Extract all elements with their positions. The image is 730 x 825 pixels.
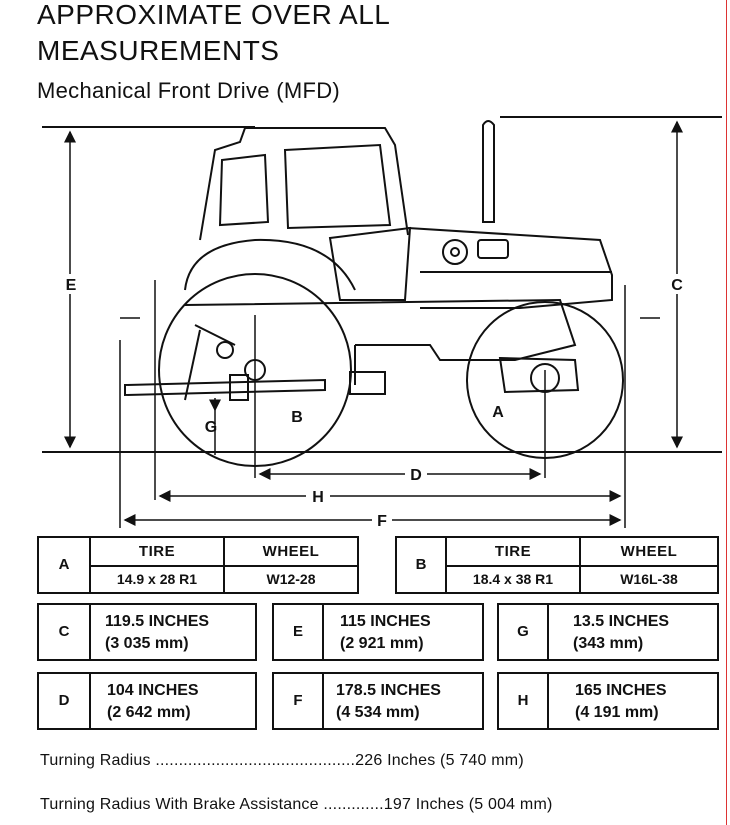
measurement-letter: E	[292, 623, 303, 640]
turning-radius-value: 226 Inches (5 740 mm)	[355, 752, 524, 769]
page-title-line-1: APPROXIMATE OVER ALL	[37, 0, 391, 30]
turning-radius-brake-row: Turning Radius With Brake Assistance ...…	[40, 796, 553, 814]
leader-dots: .............	[318, 796, 384, 813]
tire-size-value: 18.4 x 38 R1	[472, 571, 554, 587]
measurement-box-f: F 178.5 INCHES (4 534 mm)	[272, 672, 484, 730]
measurement-letter: G	[517, 623, 529, 640]
tire-column-header: TIRE	[138, 543, 176, 560]
tire-table-b: B TIRE WHEEL 18.4 x 38 R1 W16L-38	[395, 536, 719, 594]
page-edge-line	[726, 0, 727, 825]
measurement-value: 13.5 INCHES (343 mm)	[573, 611, 669, 655]
measurement-value: 104 INCHES (2 642 mm)	[107, 680, 199, 724]
wheel-size-value: W16L-38	[620, 571, 678, 587]
wheel-label-A: A	[492, 404, 504, 421]
tire-column-header: TIRE	[494, 543, 532, 560]
wheel-column-header: WHEEL	[620, 543, 678, 560]
measurement-inches: 13.5 INCHES	[573, 613, 670, 630]
wheel-size-value: W12-28	[266, 571, 316, 587]
measurement-mm: (343 mm)	[573, 635, 644, 652]
measurement-box-e: E 115 INCHES (2 921 mm)	[272, 603, 484, 661]
measurement-inches: 178.5 INCHES	[336, 682, 441, 699]
measurement-value: 115 INCHES (2 921 mm)	[340, 611, 431, 655]
turning-radius-row: Turning Radius .........................…	[40, 752, 524, 770]
measurement-value: 165 INCHES (4 191 mm)	[575, 680, 667, 724]
page-subtitle: Mechanical Front Drive (MFD)	[37, 78, 341, 103]
measurement-letter: D	[58, 692, 70, 709]
measurement-letter: C	[58, 623, 70, 640]
measurement-box-h: H 165 INCHES (4 191 mm)	[497, 672, 719, 730]
dimension-label-G: G	[205, 419, 217, 436]
measurement-mm: (2 921 mm)	[340, 635, 424, 652]
measurement-inches: 115 INCHES	[340, 613, 431, 630]
tire-table-letter: A	[58, 556, 70, 573]
dimension-label-H: H	[312, 489, 324, 506]
dimension-label-E: E	[66, 277, 77, 294]
measurement-box-d: D 104 INCHES (2 642 mm)	[37, 672, 257, 730]
page-title-line-2: MEASUREMENTS	[37, 35, 280, 66]
tire-size-value: 14.9 x 28 R1	[116, 571, 198, 587]
measurement-letter: H	[517, 692, 529, 709]
tire-table-letter: B	[415, 556, 427, 573]
measurement-inches: 119.5 INCHES	[105, 613, 210, 630]
measurement-box-c: C 119.5 INCHES (3 035 mm)	[37, 603, 257, 661]
tractor-dimension-diagram: E C D H F G B A	[42, 116, 722, 530]
wheel-column-header: WHEEL	[262, 543, 320, 560]
leader-dots: ........................................…	[150, 752, 356, 769]
measurement-mm: (4 534 mm)	[336, 704, 420, 721]
wheel-label-B: B	[291, 409, 303, 426]
tractor-illustration	[124, 120, 624, 467]
dimension-label-D: D	[410, 467, 422, 484]
measurement-mm: (2 642 mm)	[107, 704, 191, 721]
measurement-value: 178.5 INCHES (4 534 mm)	[336, 680, 441, 724]
measurement-inches: 165 INCHES	[575, 682, 667, 699]
turning-radius-brake-label: Turning Radius With Brake Assistance	[40, 796, 319, 813]
measurement-mm: (3 035 mm)	[105, 635, 189, 652]
measurement-value: 119.5 INCHES (3 035 mm)	[105, 611, 209, 655]
turning-radius-label: Turning Radius	[40, 752, 151, 769]
dimension-label-C: C	[671, 277, 683, 294]
turning-radius-brake-value: 197 Inches (5 004 mm)	[383, 796, 553, 813]
measurement-inches: 104 INCHES	[107, 682, 199, 699]
measurement-mm: (4 191 mm)	[575, 704, 659, 721]
measurement-letter: F	[293, 692, 303, 709]
measurement-box-g: G 13.5 INCHES (343 mm)	[497, 603, 719, 661]
tire-table-a: A TIRE WHEEL 14.9 x 28 R1 W12-28	[37, 536, 359, 594]
dimension-label-F: F	[377, 513, 387, 530]
